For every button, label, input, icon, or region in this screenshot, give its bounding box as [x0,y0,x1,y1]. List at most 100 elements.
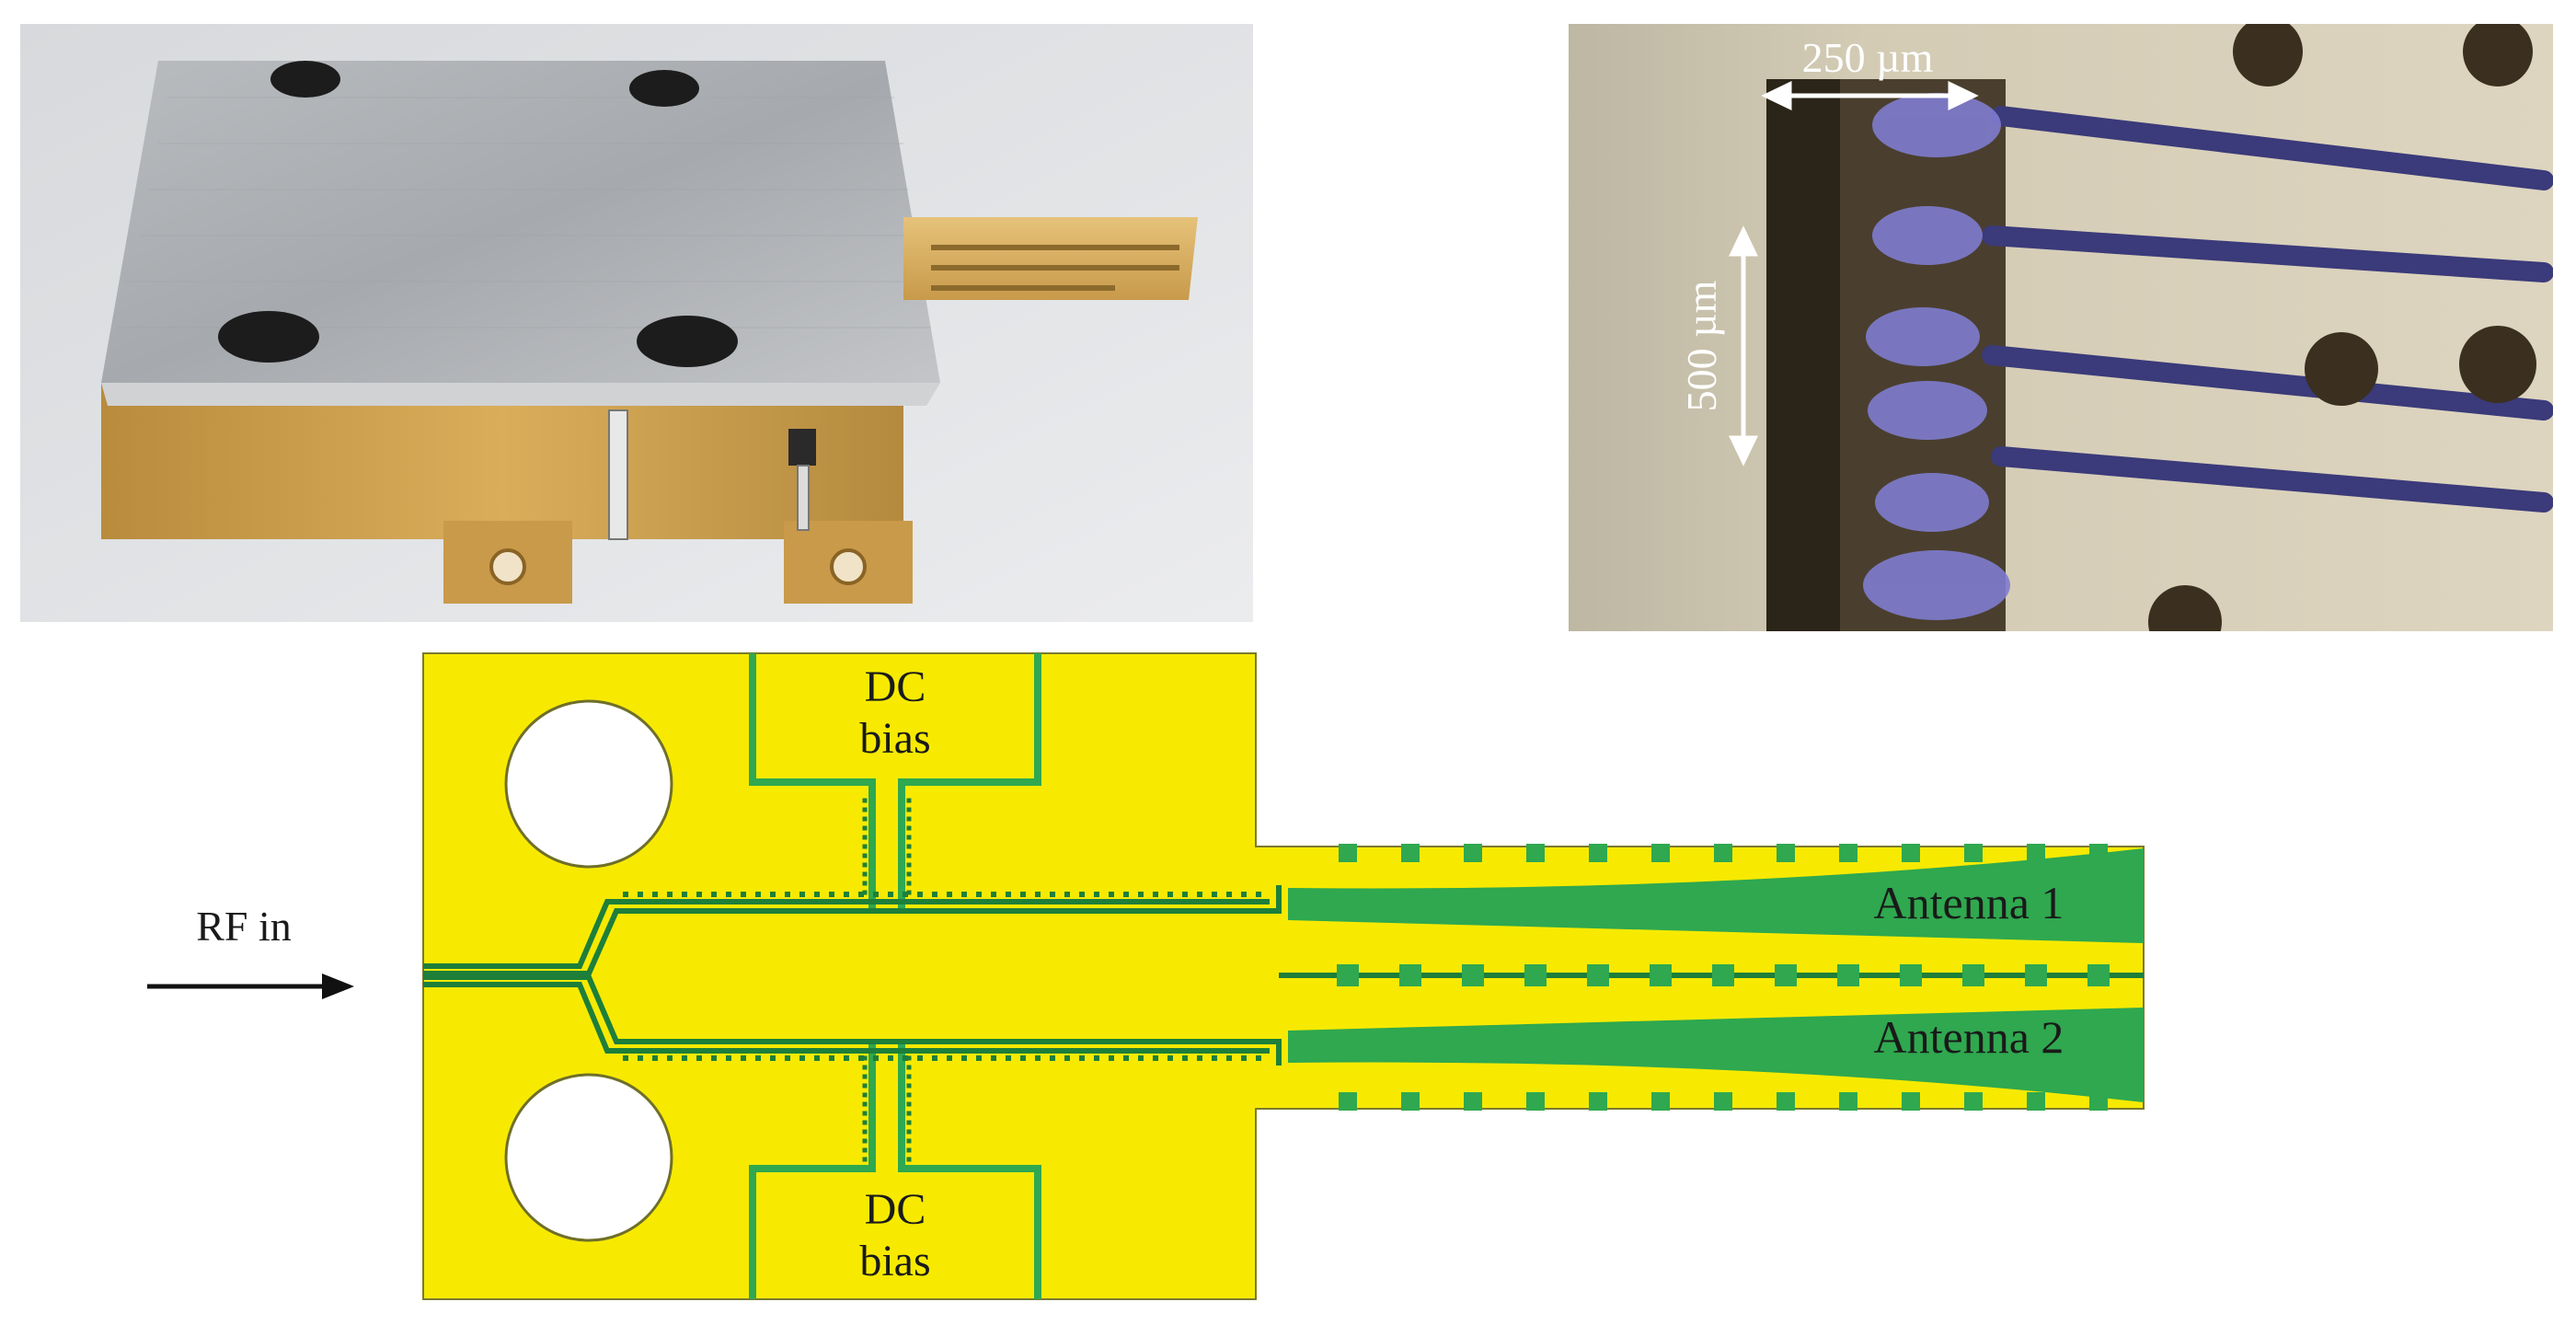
via-square [961,892,967,897]
via-square [1589,1092,1607,1111]
via-square [873,892,879,897]
via-square [682,1055,687,1061]
via-square [726,1055,731,1061]
via-square [1226,892,1232,897]
scale-label-vertical: 500 µm [1678,280,1725,411]
via-square [906,807,912,812]
via-square [770,1055,776,1061]
module-photo-illustration [20,24,1253,622]
via-square [1777,844,1795,862]
via-square [1079,1055,1085,1061]
via-square [1138,1055,1144,1061]
pcb-layout-diagram: DC bias DC bias RF in Antenna 1 Antenna … [0,644,2576,1325]
via-square [741,1055,746,1061]
via-square [1962,964,1984,986]
via-square [932,1055,937,1061]
via-square [862,1065,868,1070]
via-square [1153,892,1158,897]
via-square [1651,844,1670,862]
via-square [1050,1055,1055,1061]
pcb-tab [903,217,1198,300]
via-square [799,892,805,897]
via-square [862,1120,868,1125]
via-square [862,890,868,895]
via-square [1900,964,1922,986]
via-square [862,1129,868,1135]
via-square [1138,892,1144,897]
rf-in-label: RF in [196,903,292,950]
via-square [1399,964,1421,986]
via-square [961,1055,967,1061]
via-square [906,1065,912,1070]
via-square [829,1055,834,1061]
via-square [906,798,912,803]
via-square [1777,1092,1795,1111]
mounting-hole-top [504,699,673,869]
via-square [623,892,628,897]
via-square [906,1101,912,1107]
via-square [947,1055,952,1061]
via-square [906,825,912,831]
via-square [1241,892,1247,897]
via-square [862,825,868,831]
via-square [906,835,912,840]
via-square [1464,844,1482,862]
via-square [1464,1092,1482,1111]
via-square [862,871,868,877]
antenna-1-taper [1288,848,2144,943]
via-square [1182,892,1188,897]
via-square [741,892,746,897]
via-square [991,1055,996,1061]
via-square [862,1101,868,1107]
via-square [862,1138,868,1144]
via-square [638,892,643,897]
via-square [906,1147,912,1153]
via-square [1256,1055,1261,1061]
via-square [1035,892,1041,897]
via-square [906,1092,912,1098]
dc-bias-bottom-region [749,1040,1041,1299]
via-square [858,1055,864,1061]
via-square [2089,844,2108,862]
lid-screws [218,61,738,367]
via-square [1714,1092,1732,1111]
via-square [814,1055,820,1061]
via-square [1902,1092,1920,1111]
via-square [932,892,937,897]
via-square [1964,1092,1983,1111]
pcb-svg: DC bias DC bias RF in Antenna 1 Antenna … [147,652,2145,1300]
mounting-hole-bottom [504,1073,673,1242]
via-square [652,1055,658,1061]
via-square [1212,1055,1217,1061]
via-square [906,881,912,886]
via-square [1650,964,1672,986]
bond-pads [1863,93,2010,620]
via-square [862,816,868,822]
via-square [2027,844,2045,862]
via-square [862,1111,868,1116]
via-square [906,1055,912,1061]
dc-bias-bottom-label-line2: bias [859,1237,930,1285]
via-square [862,1083,868,1089]
via-square [1339,1092,1357,1111]
via-square [652,892,658,897]
via-square [711,1055,717,1061]
via-square [906,899,912,904]
via-square [862,1157,868,1162]
dc-bias-top-region [749,653,1041,911]
via-square [903,892,908,897]
dc-bias-top-label-line1: DC [865,662,926,711]
scale-bars [1729,81,1979,467]
via-square [1197,892,1202,897]
via-square [888,892,893,897]
via-square [976,892,982,897]
module-photo [20,24,1253,622]
via-square [1094,1055,1099,1061]
via-square [1109,892,1114,897]
module-gold-body [101,383,903,539]
via-square [1526,1092,1545,1111]
via-square [862,1147,868,1153]
via-square [1226,1055,1232,1061]
via-square [906,871,912,877]
via-square [906,1074,912,1079]
